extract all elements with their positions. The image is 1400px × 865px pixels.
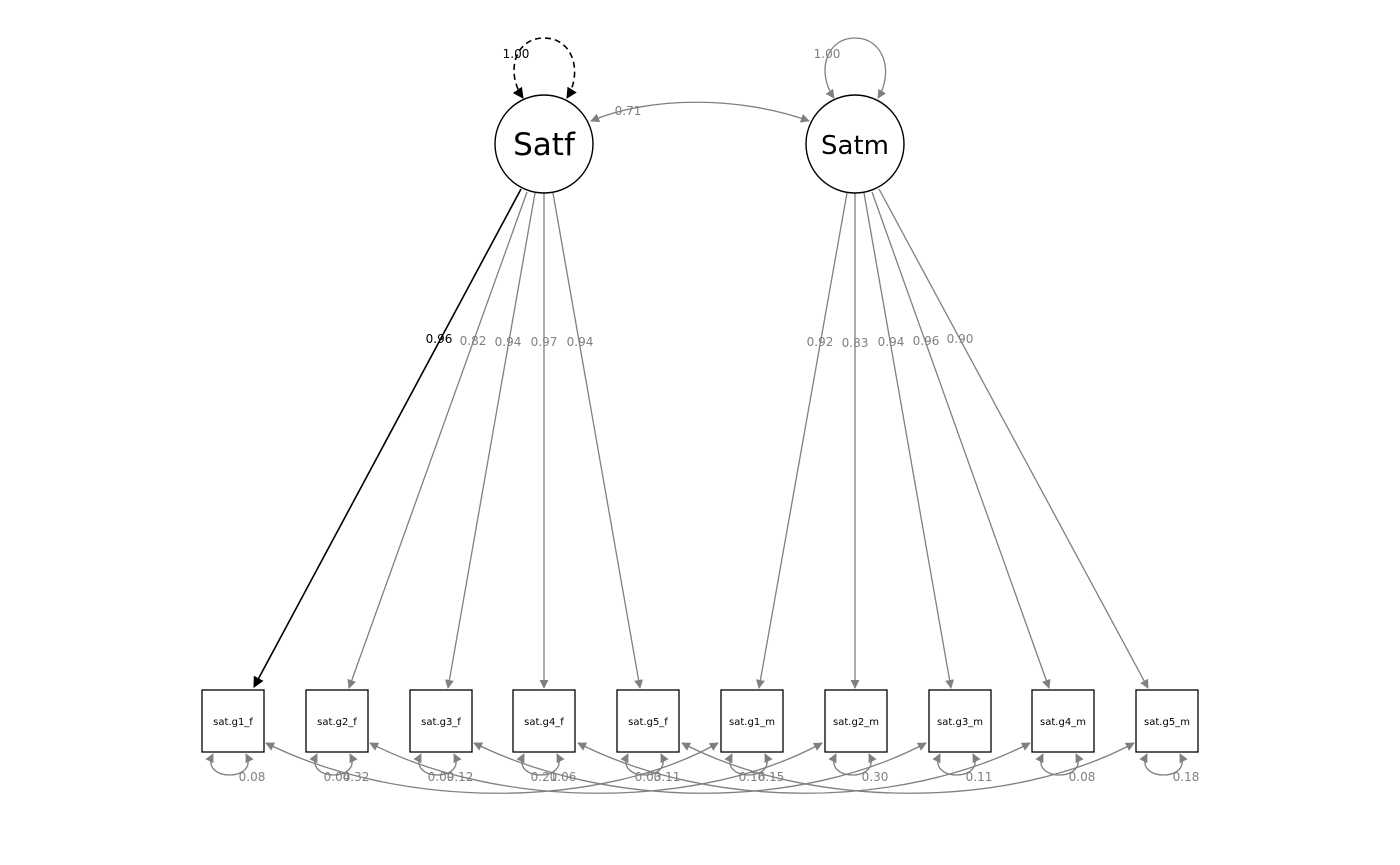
observed-node-3: sat.g3_f 0.12 <box>409 689 474 784</box>
observed-label: sat.g1_f <box>213 717 253 728</box>
observed-label: sat.g2_m <box>833 717 879 728</box>
observed-box <box>720 689 784 753</box>
satm-variance-loop <box>824 37 887 99</box>
observed-node-4: sat.g4_f 0.06 <box>512 689 577 784</box>
residual-variance-loop <box>1035 753 1084 776</box>
observed-label: sat.g3_m <box>937 717 983 728</box>
residual-variance-loop <box>309 753 358 776</box>
residual-variance-loop <box>724 753 773 776</box>
loading-label-satf-g5: 0.94 <box>567 335 594 349</box>
residual-variance-label: 0.11 <box>966 770 993 784</box>
residual-variance-loop <box>620 753 669 776</box>
loading-label-satf-g3: 0.94 <box>495 335 522 349</box>
residual-variance-label: 0.18 <box>1173 770 1200 784</box>
residual-variance-label: 0.12 <box>447 770 474 784</box>
observed-box <box>409 689 473 753</box>
observed-label: sat.g2_f <box>317 717 357 728</box>
loading-label-satm-g2: 0.83 <box>842 336 869 350</box>
residual-variance-loop <box>1139 753 1188 776</box>
observed-label: sat.g4_f <box>524 717 564 728</box>
residual-variance-label: 0.15 <box>758 770 785 784</box>
loading-label-satm-g5: 0.90 <box>947 332 974 346</box>
loading-label-satf-g1: 0.96 <box>426 332 453 346</box>
residual-covariance-label-g2: 0.09 <box>428 770 455 784</box>
loading-label-satm-g1: 0.92 <box>807 335 834 349</box>
loading-path-satf-g3 <box>444 192 536 689</box>
observed-box <box>616 689 680 753</box>
satm-variance-label: 1.00 <box>814 47 841 61</box>
latent-label-satm: Satm <box>821 131 889 161</box>
latent-node-satm: Satm <box>805 94 905 194</box>
observed-node-1: sat.g1_f 0.08 <box>201 689 266 784</box>
observed-label: sat.g4_m <box>1040 717 1086 728</box>
loading-path-satm-g3 <box>863 192 955 689</box>
latent-label-satf: Satf <box>513 127 576 163</box>
observed-box <box>1135 689 1199 753</box>
observed-node-9: sat.g4_m 0.08 <box>1031 689 1096 784</box>
latent-covariance-arc <box>590 101 810 123</box>
residual-variance-loop <box>205 753 254 776</box>
residual-variance-loop <box>413 753 462 776</box>
observed-nodes-group: sat.g1_f0.08sat.g2_f0.32sat.g3_f0.12sat.… <box>201 689 1200 784</box>
loadings-satf-group <box>253 188 644 689</box>
residual-variance-loop <box>932 753 981 776</box>
residual-covariance-curve-g1 <box>265 742 719 794</box>
observed-label: sat.g5_f <box>628 717 668 728</box>
residual-variance-label: 0.11 <box>654 770 681 784</box>
satf-variance-label: 1.00 <box>503 47 530 61</box>
residual-covariance-label-g4: 0.03 <box>635 770 662 784</box>
residual-variance-label: 0.30 <box>862 770 889 784</box>
residual-variance-label: 0.32 <box>343 770 370 784</box>
loading-label-satm-g3: 0.94 <box>878 335 905 349</box>
loading-label-satf-g4: 0.97 <box>531 335 558 349</box>
residual-variance-label: 0.06 <box>550 770 577 784</box>
observed-label: sat.g1_m <box>729 717 775 728</box>
observed-box <box>512 689 576 753</box>
loading-path-satf-g2 <box>347 191 528 689</box>
observed-box <box>305 689 369 753</box>
observed-node-6: sat.g1_m 0.15 <box>720 689 785 784</box>
residual-variance-label: 0.08 <box>239 770 266 784</box>
loading-label-satf-g2: 0.82 <box>460 334 487 348</box>
loading-path-satm-g5 <box>878 188 1149 689</box>
latent-circle-satm <box>805 94 905 194</box>
latent-node-satf: Satf <box>494 94 594 194</box>
observed-box <box>928 689 992 753</box>
loading-path-satf-g1 <box>253 188 522 688</box>
loading-label-satm-g4: 0.96 <box>913 334 940 348</box>
latent-covariance-label: 0.71 <box>615 104 642 118</box>
observed-label: sat.g3_f <box>421 717 461 728</box>
observed-node-7: sat.g2_m 0.30 <box>824 689 889 784</box>
loading-path-satm-g1 <box>755 192 848 689</box>
observed-label: sat.g5_m <box>1144 717 1190 728</box>
residual-covariance-label-g5: 0.16 <box>739 770 766 784</box>
observed-node-5: sat.g5_f 0.11 <box>616 689 681 784</box>
observed-node-10: sat.g5_m 0.18 <box>1135 689 1200 784</box>
residual-variance-loop <box>828 753 877 776</box>
residual-variance-label: 0.08 <box>1069 770 1096 784</box>
satf-variance-loop <box>512 37 577 99</box>
residual-covariance-curve-g4 <box>577 742 1031 794</box>
residual-covariance-curve-g2 <box>369 742 823 794</box>
latent-circle-satf <box>494 94 594 194</box>
observed-node-2: sat.g2_f 0.32 <box>305 689 370 784</box>
residual-covariance-label-g1: 0.04 <box>324 770 351 784</box>
observed-box <box>201 689 265 753</box>
residual-variance-loop <box>516 753 565 776</box>
loading-path-satm-g4 <box>871 191 1051 689</box>
observed-node-8: sat.g3_m 0.11 <box>928 689 993 784</box>
residual-covariance-group <box>265 742 1135 794</box>
observed-box <box>1031 689 1095 753</box>
loadings-satm-group <box>755 188 1149 689</box>
residual-covariance-curve-g5 <box>681 742 1135 794</box>
loading-path-satf-g5 <box>552 192 644 689</box>
residual-covariance-label-g3: 0.21 <box>531 770 558 784</box>
observed-box <box>824 689 888 753</box>
